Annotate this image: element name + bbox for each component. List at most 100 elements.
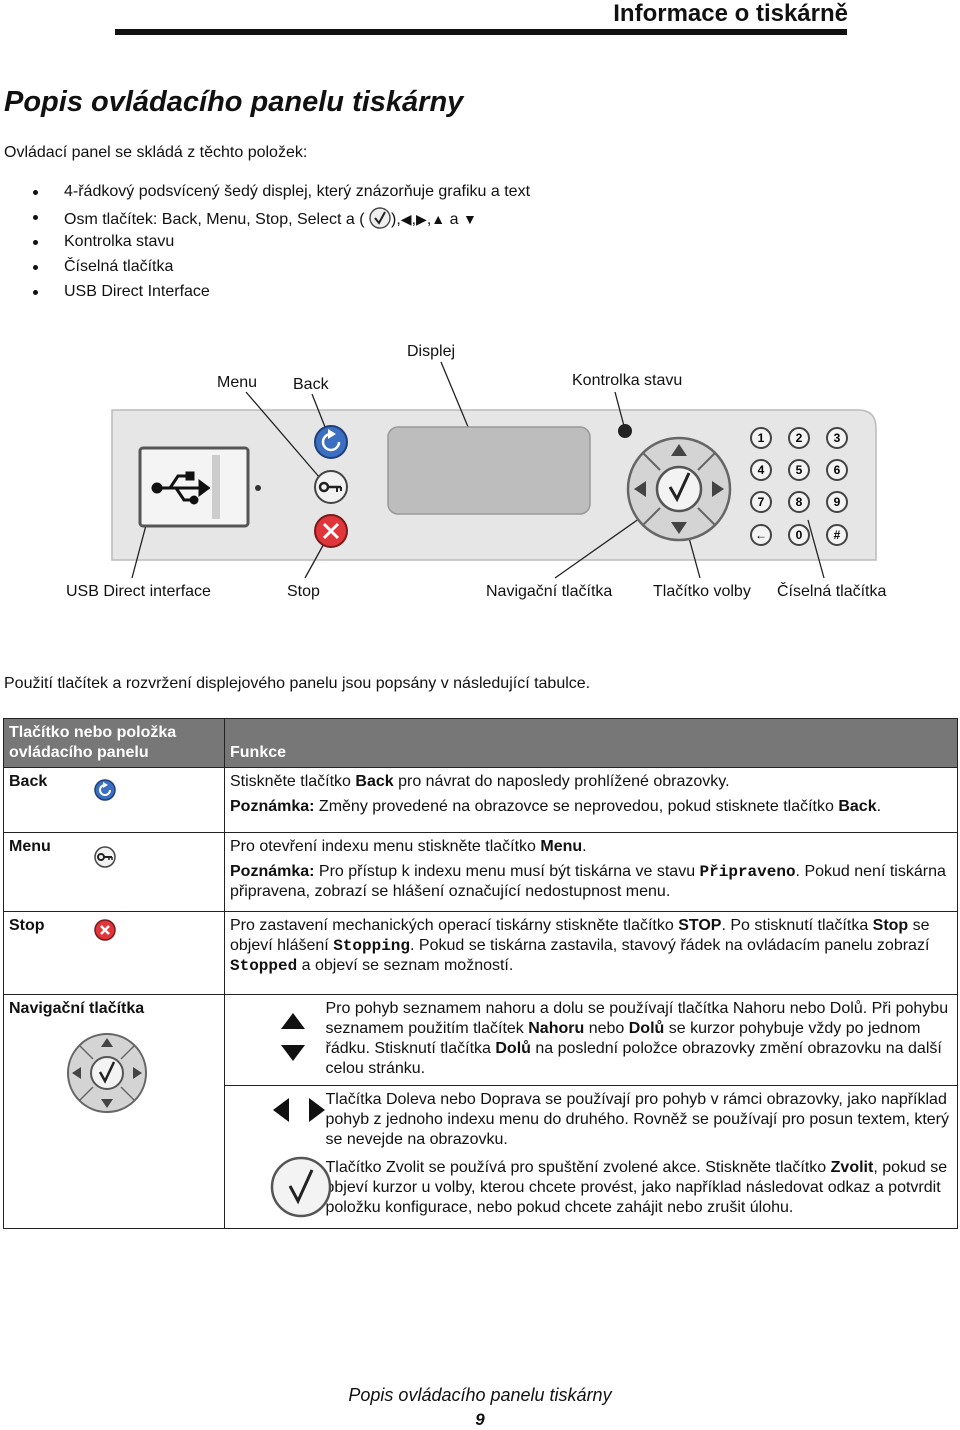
table-cell-icons bbox=[224, 994, 321, 1086]
key-label: 3 bbox=[834, 431, 841, 445]
back-button bbox=[314, 425, 348, 459]
list-item: Kontrolka stavu bbox=[0, 232, 530, 257]
note-bold: Back bbox=[838, 798, 877, 815]
leader-menu bbox=[245, 391, 321, 479]
navigation-pad-icon bbox=[67, 1033, 147, 1113]
callout-kontrolka: Kontrolka stavu bbox=[572, 372, 683, 389]
leader-stop bbox=[304, 539, 327, 579]
control-panel-diagram: 1 2 3 4 5 6 7 8 9 ← 0 # bbox=[111, 361, 877, 579]
indicator-light bbox=[618, 424, 632, 438]
key-label: 8 bbox=[796, 495, 803, 509]
table-row: Tlačítka Doleva nebo Doprava se používaj… bbox=[4, 1085, 959, 1154]
leader-ciselna bbox=[807, 519, 825, 579]
bullet-list: 4-řádkový podsvícený šedý displej, který… bbox=[0, 182, 530, 307]
bullet-text: Osm tlačítek: Back, Menu, Stop, Select a… bbox=[64, 211, 365, 228]
table-row: Tlačítko Zvolit se používá pro spuštění … bbox=[4, 1154, 959, 1229]
bullet-and: a bbox=[449, 211, 459, 228]
table-cell-item: Navigační tlačítka bbox=[3, 994, 225, 1229]
table-cell-item: Stop bbox=[3, 911, 225, 995]
note-mono: Připraveno bbox=[699, 863, 796, 881]
bullet-sep: , bbox=[426, 211, 432, 228]
callout-navigacni: Navigační tlačítka bbox=[486, 583, 613, 600]
table-row: Back Stiskněte tlačítko Back pro návrat … bbox=[3, 767, 959, 833]
func-text: Tlačítko Zvolit se používá pro spuštění … bbox=[325, 1159, 831, 1176]
table-cell-func: Pro pohyb seznamem nahoru a dolu se použ… bbox=[320, 994, 959, 1086]
left-right-arrows-icon bbox=[273, 1098, 325, 1122]
note-label: Poznámka: bbox=[230, 863, 315, 880]
table-row: Navigační tlačítka bbox=[3, 994, 959, 1229]
up-arrow-icon: ▲ bbox=[431, 211, 446, 227]
key-label: 9 bbox=[834, 495, 841, 509]
row-label-menu: Menu bbox=[9, 838, 51, 855]
bullet-text: Kontrolka stavu bbox=[64, 233, 175, 250]
func-text: . Po stisknutí tlačítka bbox=[721, 917, 873, 934]
callout-ciselna: Číselná tlačítka bbox=[777, 583, 887, 600]
key-label: # bbox=[834, 528, 841, 542]
right-arrow-icon: ▶ bbox=[416, 211, 427, 227]
key-label: 4 bbox=[758, 463, 765, 477]
func-bold: STOP bbox=[678, 917, 722, 934]
table-header-row: Tlačítko nebo položka ovládacího panelu … bbox=[3, 718, 959, 768]
table-header-func: Funkce bbox=[223, 718, 959, 768]
leader-kontrolka bbox=[614, 391, 625, 427]
func-bold: Nahoru bbox=[528, 1020, 585, 1037]
callout-displej: Displej bbox=[407, 343, 456, 360]
key-label: ← bbox=[755, 528, 767, 542]
bullet-text: ), bbox=[391, 211, 401, 228]
after-diagram-text: Použití tlačítek a rozvržení displejovéh… bbox=[4, 675, 591, 692]
list-item: Osm tlačítek: Back, Menu, Stop, Select a… bbox=[0, 207, 530, 232]
table-cell-icons bbox=[224, 1154, 332, 1229]
func-bold: Dolů bbox=[628, 1020, 665, 1037]
select-check-icon bbox=[369, 207, 391, 229]
key-label: 1 bbox=[758, 431, 765, 445]
key-label: 0 bbox=[796, 528, 803, 542]
bullet-dot bbox=[33, 215, 38, 220]
func-text: . Pokud se tiskárna zastavila, stavový ř… bbox=[410, 937, 930, 954]
usb-dot bbox=[255, 485, 261, 491]
callout-usb: USB Direct interface bbox=[66, 583, 211, 600]
table-header-item: Tlačítko nebo položka ovládacího panelu bbox=[3, 718, 225, 768]
down-arrow-icon: ▼ bbox=[462, 211, 477, 227]
bullet-dot bbox=[33, 290, 38, 295]
bullet-dot bbox=[33, 190, 38, 195]
buttons-table: Tlačítko nebo položka ovládacího panelu … bbox=[3, 718, 959, 1229]
menu-button bbox=[314, 470, 348, 504]
func-mono: Stopped bbox=[230, 957, 298, 975]
list-item: Číselná tlačítka bbox=[0, 257, 530, 282]
note-text: Pro přístup k indexu menu musí být tiská… bbox=[314, 863, 700, 880]
numeric-keypad: 1 2 3 4 5 6 7 8 9 ← 0 # bbox=[750, 427, 848, 546]
row-label-back: Back bbox=[9, 773, 48, 790]
usb-icon bbox=[151, 471, 211, 505]
bullet-dot bbox=[33, 265, 38, 270]
func-text: se objeví hlášení bbox=[230, 917, 930, 954]
note-label: Poznámka: bbox=[230, 798, 315, 815]
func-text: Stiskněte tlačítko bbox=[230, 773, 356, 790]
func-bold: Back bbox=[355, 773, 394, 790]
key-label: 7 bbox=[758, 495, 765, 509]
usb-slot bbox=[212, 455, 220, 519]
back-icon bbox=[94, 779, 116, 801]
func-text: Pro zastavení mechanických operací tiská… bbox=[230, 917, 679, 934]
key-label: 5 bbox=[796, 463, 803, 477]
leader-back bbox=[311, 393, 328, 433]
func-text: a objeví se seznam možností. bbox=[297, 957, 514, 974]
table-cell-item: Menu bbox=[3, 832, 225, 912]
list-item: 4-řádkový podsvícený šedý displej, který… bbox=[0, 182, 530, 207]
leader-navigacni bbox=[554, 515, 644, 579]
func-mono: Stopping bbox=[333, 937, 410, 955]
page-number: 9 bbox=[475, 1410, 485, 1429]
row-label-stop: Stop bbox=[9, 917, 45, 934]
stop-icon bbox=[94, 919, 116, 941]
footer-title: Popis ovládacího panelu tiskárny bbox=[348, 1385, 612, 1405]
left-arrow-icon: ◀ bbox=[400, 211, 412, 227]
table-row: Stop Pro zastavení mechanických operací … bbox=[3, 911, 959, 995]
callout-back: Back bbox=[293, 376, 329, 393]
display-screen bbox=[387, 426, 591, 515]
func-bold: Zvolit bbox=[830, 1159, 874, 1176]
table-cell-func: Tlačítka Doleva nebo Doprava se používaj… bbox=[320, 1085, 959, 1154]
header-rule bbox=[115, 29, 847, 35]
table-cell-func: Pro otevření indexu menu stiskněte tlačí… bbox=[223, 832, 959, 912]
table-cell-func: Pro zastavení mechanických operací tiská… bbox=[223, 911, 959, 995]
func-text: . bbox=[582, 838, 587, 855]
func-text: na poslední položce obrazovky změní obra… bbox=[325, 1040, 942, 1077]
